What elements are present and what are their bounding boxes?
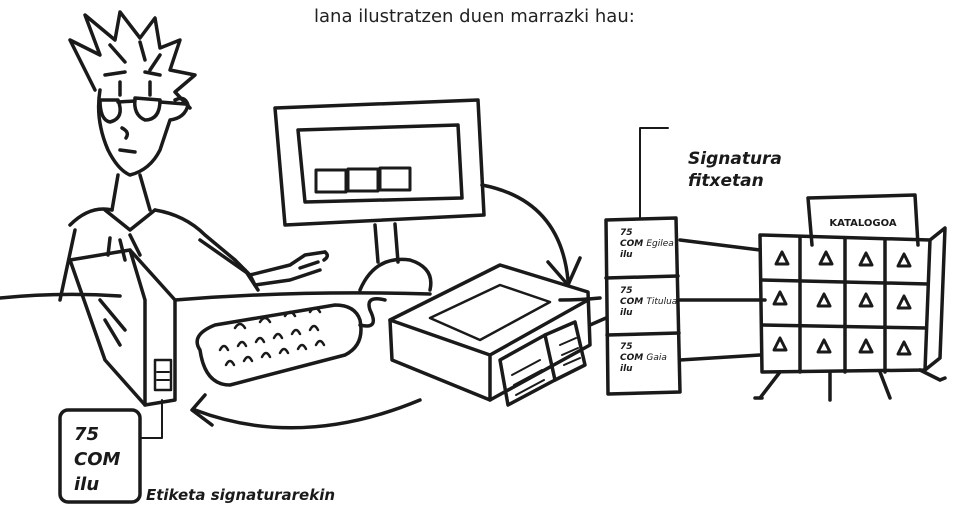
catalogue-cabinet [753,193,947,402]
card-titulua: 75 COM Titulua ilu [620,286,677,319]
card-number: 75 [620,228,633,238]
tag-line-ilu: ilu [74,474,100,495]
card-label: Titulua [646,297,678,307]
label-tag [58,399,163,504]
card-label: Gaia [646,353,667,363]
desk-line [0,291,602,302]
card-ilu: ilu [620,364,633,374]
card-com: COM [620,353,644,363]
card-ilu: ilu [620,308,633,318]
card-com: COM [620,297,644,307]
keyboard [195,297,387,387]
card-label: Egilea [646,239,674,249]
card-number: 75 [620,342,633,352]
card-egilea: 75 COM Egilea ilu [620,228,674,261]
monitor [273,98,486,292]
card-ilu: ilu [620,250,633,260]
signatura-label: Signatura fitxetan [688,148,782,192]
etiketa-label: Etiketa signaturarekin [146,486,336,504]
book [68,248,177,407]
card-number: 75 [620,286,633,296]
card-connectors [588,238,767,362]
signatura-label-line2: fitxetan [688,171,764,191]
tag-line-number: 75 [74,424,100,445]
caption-text: lana ilustratzen duen marrazki hau: [314,6,635,27]
printer [388,263,592,407]
flow-arrow-bottom [190,393,422,430]
katalogoa-sign: KATALOGOA [829,218,897,229]
card-stack [604,127,682,396]
flow-arrow-top [480,183,582,287]
card-com: COM [620,239,644,249]
tag-text: 75 COM ilu [74,422,120,497]
card-gaia: 75 COM Gaia ilu [620,342,667,375]
tag-line-com: COM [74,449,121,470]
signatura-label-line1: Signatura [688,149,782,169]
person-figure [58,10,329,302]
